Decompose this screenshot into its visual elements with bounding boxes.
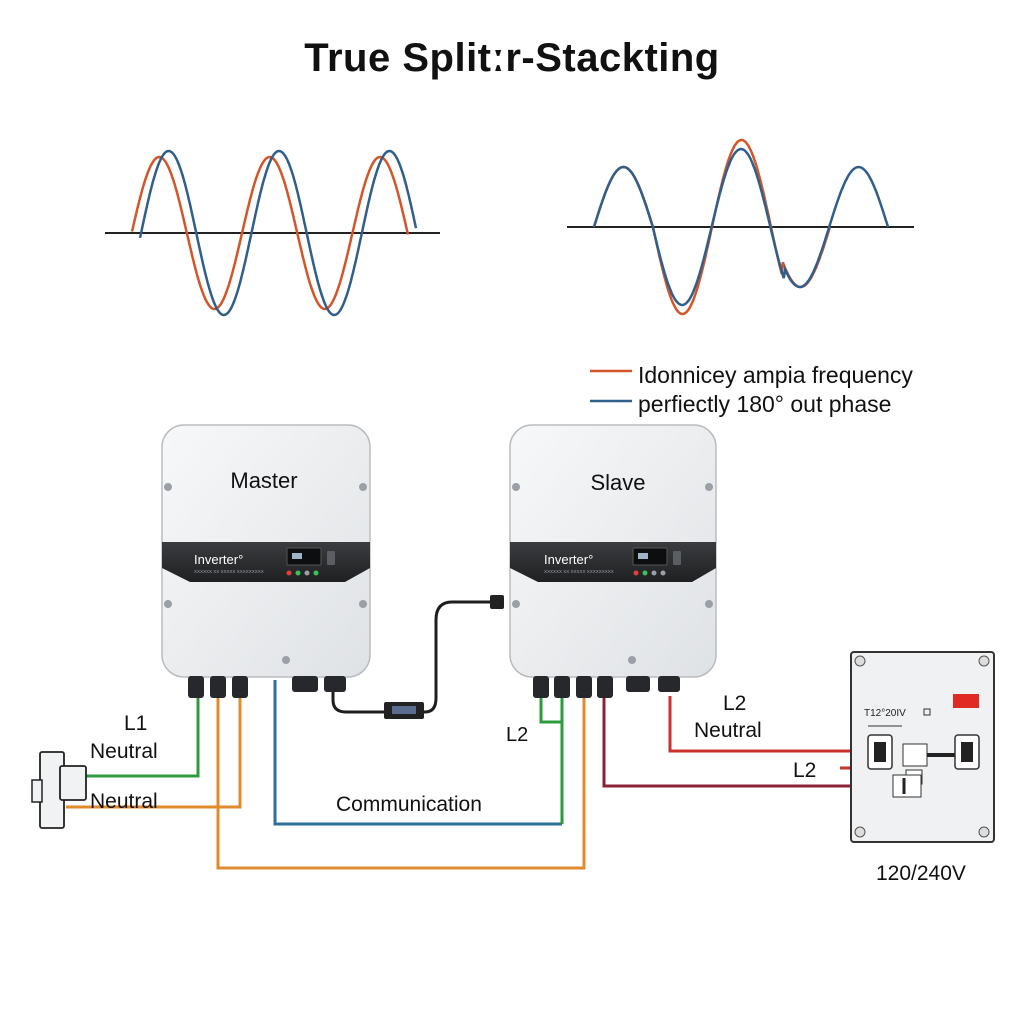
- master-led-red: [286, 570, 292, 576]
- slave-lcd-display: [632, 547, 668, 566]
- ac-outlet: [31, 751, 87, 829]
- panel-indicator: [953, 694, 979, 708]
- slave-led-green: [642, 570, 648, 576]
- slave-buttons: [673, 551, 681, 565]
- slave-control-band: [510, 542, 716, 582]
- wire-neutral-orange: [66, 696, 242, 809]
- label-l2-lower: L2: [793, 759, 816, 782]
- slave-port-1: [533, 676, 549, 698]
- slave-led-gray-2: [660, 570, 666, 576]
- slave-port-3: [576, 676, 592, 698]
- label-voltage: 120/240V: [876, 862, 966, 885]
- slave-bottom-screw: [628, 656, 636, 664]
- panel-terminal-lower: [892, 774, 922, 798]
- slave-screw-bl: [512, 600, 520, 608]
- slave-screw-tr: [705, 483, 713, 491]
- waveform-left-blue: [138, 149, 418, 317]
- master-buttons: [327, 551, 335, 565]
- panel-screw-tr: [978, 655, 990, 667]
- wire-l1-green: [86, 696, 200, 778]
- master-lcd-glyph: [292, 553, 302, 559]
- label-neutral-top: Neutral: [90, 740, 158, 763]
- master-bottom-screw: [282, 656, 290, 664]
- master-screw-tr: [359, 483, 367, 491]
- slave-comm-plug: [490, 595, 504, 609]
- label-l2-slave: L2: [506, 724, 528, 746]
- panel-block-mid: [902, 743, 928, 767]
- slave-led-gray: [651, 570, 657, 576]
- wire-neutral-maroon: [602, 696, 895, 788]
- master-screw-tl: [164, 483, 172, 491]
- master-screw-br: [359, 600, 367, 608]
- waveform-right-blue: [592, 147, 890, 307]
- label-l1: L1: [124, 712, 147, 735]
- slave-label: Slave: [590, 470, 645, 495]
- outlet-body: [59, 765, 87, 801]
- communication-adapter-screen: [392, 706, 416, 714]
- master-screw-bl: [164, 600, 172, 608]
- slave-port-6: [658, 676, 680, 692]
- legend: Idonnicey ampia frequency perfiectly 180…: [590, 362, 913, 417]
- legend-label-frequency: Idonnicey ampia frequency: [638, 362, 913, 388]
- master-subtext: XXXXXX XX XXXXX XXXXXXXXX: [194, 569, 264, 574]
- wiring: [66, 680, 895, 870]
- slave-brand: Inverter°: [544, 552, 593, 567]
- wire-l2-red: [668, 696, 878, 753]
- wire-l2-green: [539, 696, 562, 724]
- breaker-panel: T12°20IV: [850, 651, 995, 843]
- wire-communication-blue: [273, 680, 562, 826]
- slave-screw-br: [705, 600, 713, 608]
- master-led-green: [295, 570, 301, 576]
- label-neutral-panel: Neutral: [694, 719, 762, 742]
- legend-label-phase: perfiectly 180° out phase: [638, 391, 891, 417]
- master-brand: Inverter°: [194, 552, 243, 567]
- panel-terminal-small: [923, 708, 931, 716]
- label-neutral-bottom: Neutral: [90, 790, 158, 813]
- waveform-left-red: [130, 155, 410, 311]
- slave-inverter: Slave Inverter° XXXXXX XX XXXXX XXXXXXXX…: [509, 424, 717, 698]
- label-l2-panel: L2: [723, 692, 746, 715]
- master-led-gray: [304, 570, 310, 576]
- slave-lcd-glyph: [638, 553, 648, 559]
- panel-breaker-right-switch: [961, 742, 973, 762]
- panel-screw-bl: [854, 826, 866, 838]
- master-port-1: [188, 676, 204, 698]
- panel-screw-br: [978, 826, 990, 838]
- master-led-green-2: [313, 570, 319, 576]
- wire-neutral-bus-orange: [216, 696, 586, 870]
- slave-screw-tl: [512, 483, 520, 491]
- outlet-prong: [31, 779, 43, 803]
- master-port-4: [292, 676, 318, 692]
- slave-port-2: [554, 676, 570, 698]
- master-port-3: [232, 676, 248, 698]
- panel-breaker-left-switch: [874, 742, 886, 762]
- master-label: Master: [230, 468, 297, 493]
- label-communication: Communication: [336, 793, 482, 816]
- master-port-5: [324, 676, 346, 692]
- master-lcd-display: [286, 547, 322, 566]
- slave-port-4: [597, 676, 613, 698]
- slave-port-5: [626, 676, 650, 692]
- slave-led-red: [633, 570, 639, 576]
- diagram-title: True Splitːr-Stackting: [304, 36, 720, 80]
- communication-cable: [331, 600, 500, 714]
- slave-subtext: XXXXXX XX XXXXX XXXXXXXXX: [544, 569, 614, 574]
- panel-label: T12°20IV: [864, 708, 906, 719]
- panel-screw-tl: [854, 655, 866, 667]
- master-inverter: Master Inverter° XXXXXX XX XXXXX XXXXXXX…: [161, 424, 371, 698]
- master-port-2: [210, 676, 226, 698]
